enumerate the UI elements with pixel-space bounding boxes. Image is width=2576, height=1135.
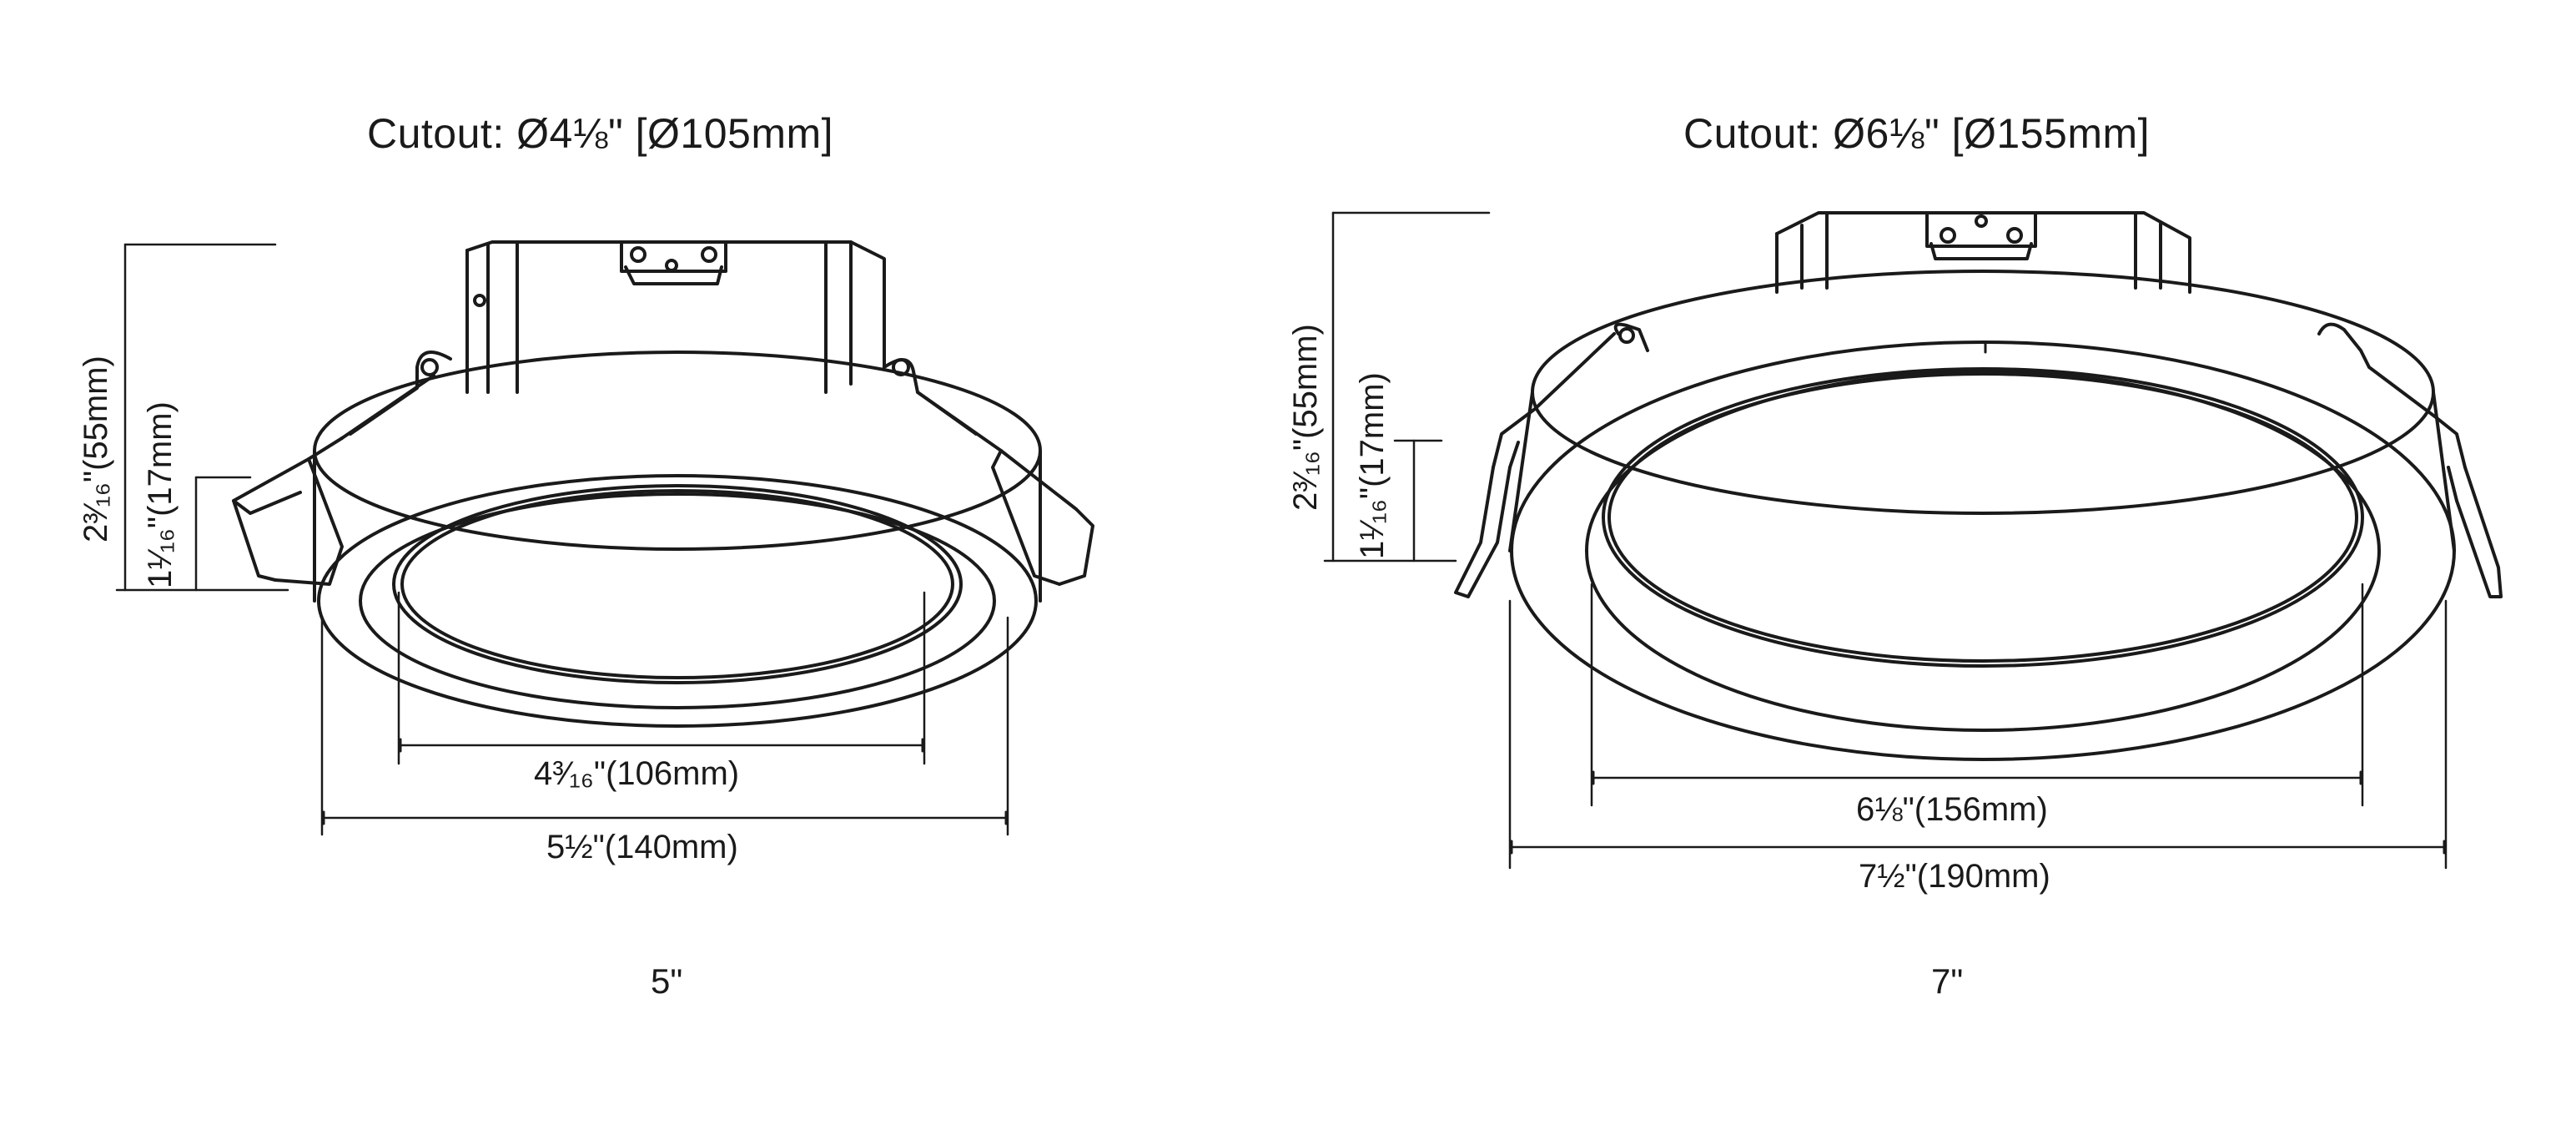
cutout-label: Cutout: Ø6⅛" [Ø155mm] [1683, 110, 2151, 157]
width-dimension-lines [320, 591, 1009, 836]
trim-height-label: 1¹⁄₁₆"(17mm) [1354, 372, 1391, 559]
trim-ring [1508, 270, 2456, 761]
trim-ring [313, 351, 1042, 728]
model-size-label: 7" [1931, 961, 1964, 1001]
trim-height-label: 1¹⁄₁₆"(17mm) [142, 401, 179, 588]
outer-width-label: 5½"(140mm) [546, 829, 738, 865]
left-spring-clip [1454, 322, 1649, 598]
cutout-label: Cutout: Ø4⅛" [Ø105mm] [367, 110, 834, 157]
downlight-5-inch-drawing [115, 240, 1094, 836]
width-dimension-lines [1508, 583, 2448, 870]
right-spring-clip [2317, 322, 2503, 598]
height-dimension-lines [1323, 211, 1491, 562]
inner-width-label: 6⅛"(156mm) [1856, 791, 2048, 828]
model-size-label: 5" [651, 961, 683, 1001]
right-spring-clip [883, 358, 1094, 586]
inner-width-label: 4³⁄₁₆"(106mm) [534, 755, 740, 792]
total-height-label: 2³⁄₁₆"(55mm) [78, 356, 114, 542]
left-spring-clip [232, 351, 452, 586]
downlight-7-inch-drawing [1323, 211, 2503, 870]
total-height-label: 2³⁄₁₆"(55mm) [1287, 324, 1324, 511]
junction-box [465, 240, 886, 394]
junction-box [1775, 211, 2191, 294]
outer-width-label: 7½"(190mm) [1859, 858, 2050, 895]
height-dimension-lines [115, 243, 289, 592]
